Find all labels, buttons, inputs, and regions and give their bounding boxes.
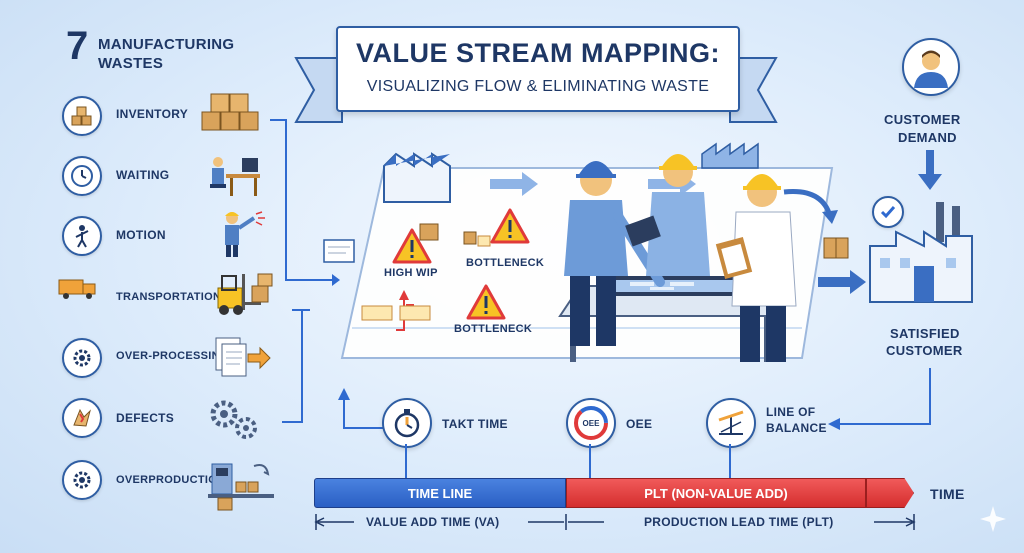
motion-worker-icon [225,211,265,257]
wastes-heading-line2: WASTES [98,55,164,72]
high-wip-warning-icon [392,228,432,264]
line-of-balance-icon [706,398,756,448]
bottleneck-label-1: BOTTLENECK [466,257,545,269]
waste-label-inventory: INVENTORY [116,107,189,121]
mid-factory-icon [701,142,759,169]
supplier-factory-icon [383,152,451,203]
waste-label-overproduction: OVERPRODUCTION [116,474,226,486]
production-lead-time-label: PRODUCTION LEAD TIME (PLT) [644,515,834,529]
satisfied-customer-line1: SATISFIED [890,326,960,341]
customer-return-line [828,368,931,430]
title-ribbon-tails [294,57,778,123]
customer-demand-line1: CUSTOMER [884,112,961,127]
customer-factory-icon [869,202,973,303]
oee-gauge-text: OEE [582,418,600,428]
dimension-lines [314,514,916,530]
bottleneck-label-2: BOTTLENECK [454,323,533,335]
waste-label-transportation: TRANSPORTATION [116,291,222,303]
metric-connectors [405,444,731,478]
wastes-heading-line1: MANUFACTURING [98,36,235,53]
map-process-box-left [361,305,431,321]
line-of-balance-line2: BALANCE [766,421,827,435]
oee-gauge-icon: OEE [566,398,616,448]
oee-label: OEE [626,417,653,431]
timeline-bar: TIME LINE PLT (NON-VALUE ADD) [314,478,924,508]
demand-down-arrow [918,150,942,190]
value-add-time-label: VALUE ADD TIME (VA) [366,515,500,529]
plt-nva-label: PLT (NON-VALUE ADD) [644,485,788,501]
transportation-forklift-icon [217,273,273,315]
takt-time-label: TAKT TIME [442,417,508,431]
bottleneck-boxes-icon [463,231,491,247]
map-document-icon [323,239,355,263]
sparkle-icon [980,506,1006,532]
overproduction-gear-icon [62,460,102,500]
bottleneck-warning-icon-1 [490,208,530,244]
defects-gears-icon [210,400,257,439]
transportation-truck-icon [56,274,100,302]
time-axis-label: TIME [930,486,965,502]
waiting-clock-icon [62,156,102,196]
customer-avatar [902,38,960,96]
waste-label-over-processing: OVER-PROCESSING [116,350,229,362]
takt-time-stopwatch-icon [382,398,432,448]
curved-flow-arrow [783,189,838,224]
motion-person-icon [62,216,102,256]
customer-demand-line2: DEMAND [898,130,957,145]
engineers-illustration [558,154,797,362]
line-of-balance-line1: LINE OF [766,405,816,419]
title-banner: VALUE STREAM MAPPING: VISUALIZING FLOW &… [336,26,740,112]
timeline-nva-segment: PLT (NON-VALUE ADD) [566,478,866,508]
bottleneck-warning-icon-2 [466,284,506,320]
page-subtitle: VISUALIZING FLOW & ELIMINATING WASTE [366,78,710,95]
time-line-label: TIME LINE [407,485,473,501]
wastes-number: 7 [66,24,89,68]
wastes-heading: 7 MANUFACTURING WASTES [66,24,286,76]
page-title: VALUE STREAM MAPPING: [355,38,720,68]
timeline-va-segment: TIME LINE [314,478,566,508]
wip-box-icon [419,223,439,241]
over-processing-gear-icon [62,338,102,378]
overproduction-machine-icon [208,463,274,511]
flow-arrow-1 [490,172,538,196]
waiting-worker-desk-icon [210,157,260,196]
wastes-connector-lines [270,119,340,423]
waste-label-motion: MOTION [116,228,166,242]
over-processing-document-icon [215,337,271,377]
inventory-circle-icon [62,96,102,136]
defects-broken-part-icon [62,398,102,438]
to-customer-arrow [818,270,866,294]
high-wip-label: HIGH WIP [384,267,438,279]
check-badge-icon [872,196,904,228]
delivery-box-icon [823,237,849,259]
waste-label-defects: DEFECTS [116,411,175,425]
satisfied-customer-line2: CUSTOMER [886,343,963,358]
waste-label-waiting: WAITING [116,168,170,182]
timeline-tail-segment [866,478,914,508]
inventory-boxes-icon [201,93,259,131]
